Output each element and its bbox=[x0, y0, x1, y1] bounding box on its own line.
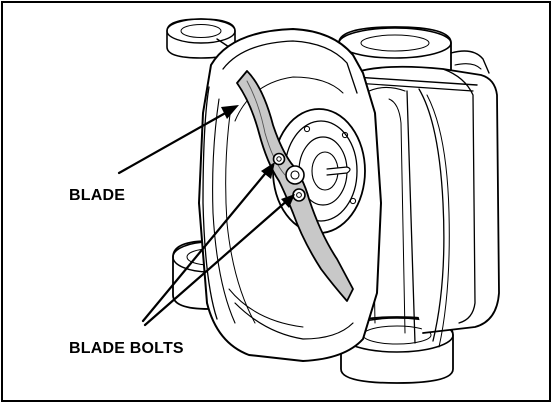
bolt-arrowhead-lower bbox=[281, 194, 295, 208]
illustration-frame: BLADE BLADE BOLTS bbox=[1, 1, 551, 402]
rear-housing bbox=[352, 65, 500, 348]
blade-label: BLADE bbox=[69, 187, 126, 204]
blade bbox=[236, 70, 354, 302]
blade-bolts-label: BLADE BOLTS bbox=[69, 340, 184, 357]
bolt-arrowhead-upper bbox=[261, 162, 275, 179]
leader-arrows bbox=[117, 109, 291, 327]
blade-arrowhead bbox=[221, 105, 239, 119]
mower-underside-illustration bbox=[117, 18, 500, 384]
